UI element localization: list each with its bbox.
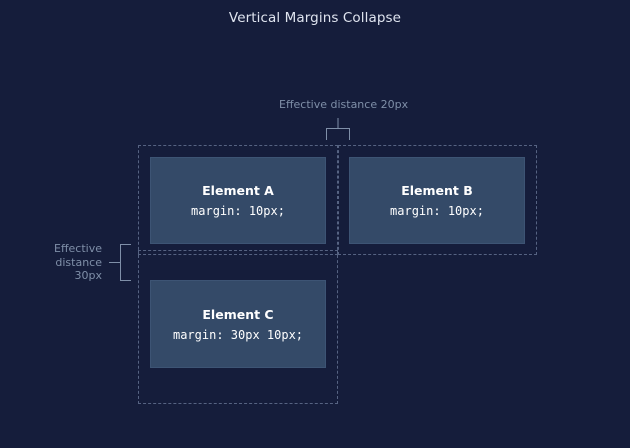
margin-box-b [338,145,537,255]
vertical-distance-line3: 30px [74,269,103,282]
horizontal-distance-bracket [326,128,350,140]
vertical-distance-label: Effective distance 30px [40,242,102,283]
element-a-code: margin: 10px; [191,204,285,218]
margin-box-c [138,250,338,404]
vertical-distance-bracket [120,244,131,281]
element-a-box: Element A margin: 10px; [150,157,326,244]
element-b-code: margin: 10px; [390,204,484,218]
horizontal-distance-label: Effective distance 20px [279,98,409,111]
element-b-box: Element B margin: 10px; [349,157,525,244]
element-a-name: Element A [202,183,274,198]
diagram-title: Vertical Margins Collapse [228,10,402,26]
vertical-distance-line2: distance [55,255,102,269]
element-b-name: Element B [401,183,473,198]
element-c-code: margin: 30px 10px; [172,327,304,342]
vertical-distance-line1: Effective [54,242,102,255]
margin-box-a [138,145,338,255]
element-c-box: Element C margin: 30px 10px; [150,280,326,368]
element-c-name: Element C [202,306,274,322]
